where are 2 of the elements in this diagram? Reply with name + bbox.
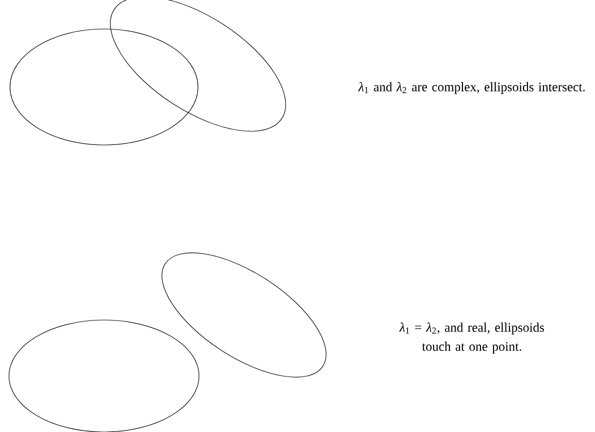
note-text: λ$_{1}$ and λ$_{2}$ are complex, ellipsoids intersect.	[358, 82, 585, 94]
note-text: λ$_{1}$ = λ$_{2}$, and real, ellipsoids touch at one point.	[399, 322, 544, 354]
